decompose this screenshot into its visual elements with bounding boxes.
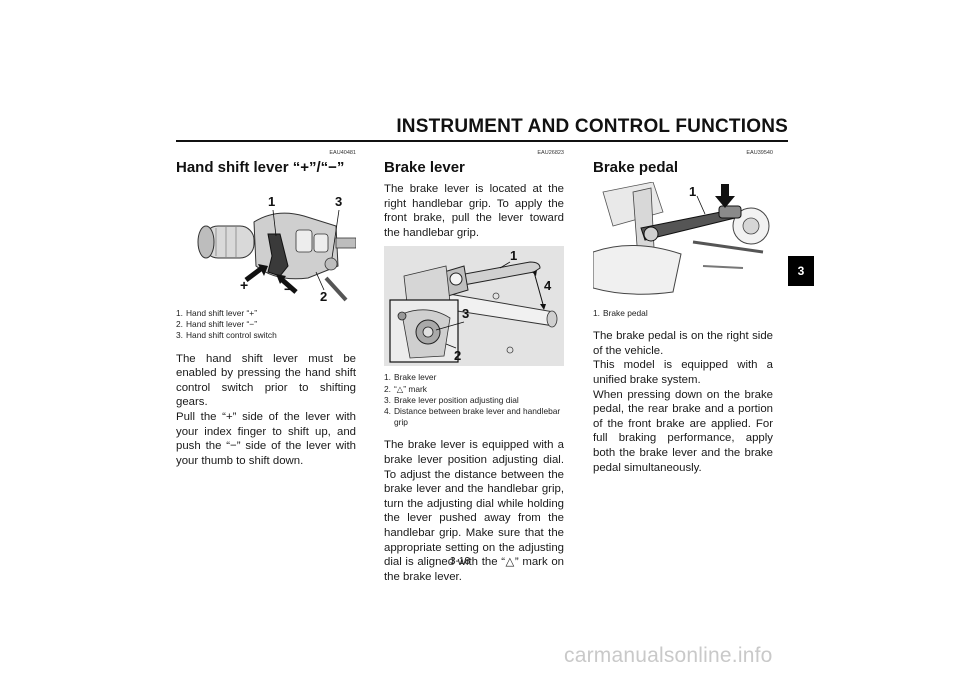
brake-lever-illustration: 1 4 3 2 — [384, 246, 564, 367]
paragraph: The brake pedal is on the right side of … — [593, 330, 773, 357]
caption-item: 2.“△” mark — [384, 383, 427, 394]
caption-item: 3.Brake lever position adjusting dial — [384, 394, 519, 405]
watermark: carmanualsonline.info — [564, 644, 773, 667]
figure-captions: 1.Brake pedal — [593, 308, 773, 319]
section-body: The hand shift lever must be enabled by … — [176, 352, 356, 469]
section-code: EAU39540 — [746, 150, 773, 156]
caption-item: 3.Hand shift control switch — [176, 330, 277, 341]
page-header-title: INSTRUMENT AND CONTROL FUNCTIONS — [396, 116, 788, 137]
section-body: The brake lever is equipped with a brake… — [384, 438, 564, 584]
section-heading: Brake lever — [384, 159, 465, 176]
paragraph: The hand shift lever must be enabled by … — [176, 352, 356, 409]
paragraph: Pull the “+” side of the lever with your… — [176, 410, 356, 467]
callout-4: 4 — [544, 278, 552, 293]
callout-1: 1 — [510, 248, 517, 263]
section-hand-shift: EAU40481 Hand shift lever “+”/“−” — [176, 150, 356, 468]
section-code: EAU40481 — [329, 150, 356, 156]
section-brake-pedal: EAU39540 Brake pedal 1 1.Brake pedal — [593, 150, 773, 475]
plus-sign: + — [240, 277, 248, 293]
section-body: The brake pedal is on the right side of … — [593, 329, 773, 475]
hand-shift-figure: 1 3 2 + − — [176, 182, 356, 302]
brake-pedal-figure: 1 — [593, 182, 773, 302]
page-number: 3-18 — [449, 556, 470, 567]
callout-3: 3 — [462, 306, 469, 321]
brake-pedal-illustration: 1 — [593, 182, 770, 295]
callout-3: 3 — [335, 194, 342, 209]
section-code: EAU26823 — [537, 150, 564, 156]
header-rule — [176, 140, 788, 142]
figure-captions: 1.Hand shift lever “+” 2.Hand shift leve… — [176, 308, 356, 342]
paragraph: When pressing down on the brake pedal, t… — [593, 388, 773, 474]
section-heading: Hand shift lever “+”/“−” — [176, 159, 345, 176]
paragraph: The brake lever is equipped with a brake… — [384, 439, 564, 583]
callout-1: 1 — [689, 184, 696, 199]
caption-item: 1.Hand shift lever “+” — [176, 308, 257, 318]
callout-1: 1 — [268, 194, 275, 209]
figure-captions: 1.Brake lever 2.“△” mark 3.Brake lever p… — [384, 372, 564, 428]
caption-item: 1.Brake lever — [384, 372, 437, 383]
minus-sign: − — [284, 281, 292, 297]
caption-item: 1.Brake pedal — [593, 308, 648, 318]
caption-item: 2.Hand shift lever “−” — [176, 319, 257, 330]
section-heading: Brake pedal — [593, 159, 679, 176]
brake-lever-figure: 1 4 3 2 — [384, 246, 564, 367]
section-brake-lever: EAU26823 Brake lever The brake lever is … — [384, 150, 564, 584]
caption-item: 4.Distance between brake lever and handl… — [384, 405, 561, 428]
callout-2: 2 — [320, 289, 327, 302]
callout-2: 2 — [454, 348, 461, 363]
hand-shift-illustration: 1 3 2 + − — [197, 194, 356, 302]
chapter-tab: 3 — [788, 256, 814, 286]
section-intro: The brake lever is located at the right … — [384, 183, 564, 239]
paragraph: This model is equipped with a unified br… — [593, 359, 773, 386]
